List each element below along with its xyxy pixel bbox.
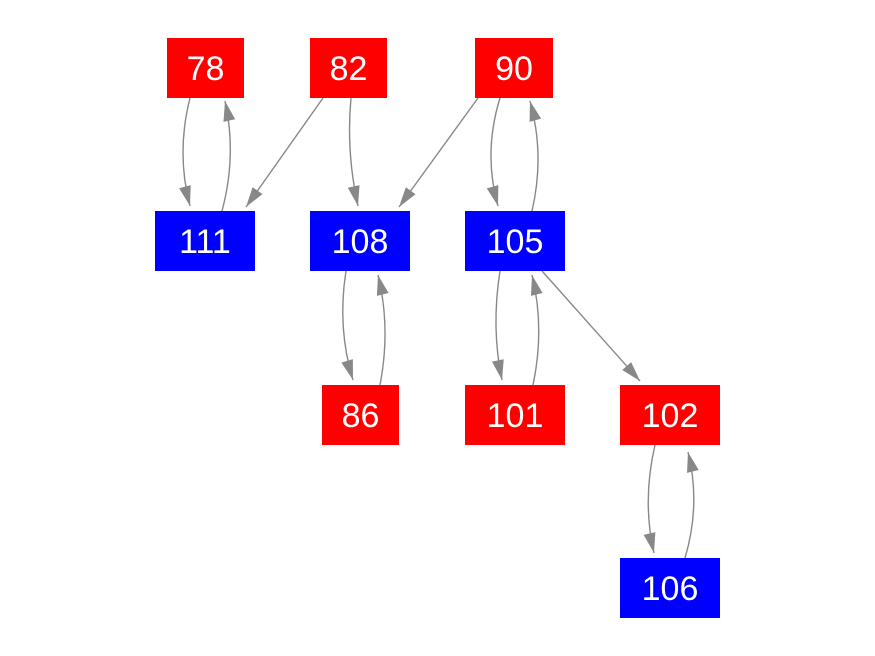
edge-90-105: [486, 97, 501, 207]
node-105-box: [465, 211, 565, 271]
node-102: 102: [620, 385, 720, 445]
node-105: 105: [465, 211, 565, 271]
edge-82-111: [245, 97, 324, 208]
edge-86-108: [376, 274, 389, 386]
node-82-box: [310, 38, 387, 98]
node-label: 105: [487, 223, 544, 261]
node-label: 102: [642, 397, 699, 435]
node-111-box: [155, 211, 255, 271]
node-label: 108: [332, 223, 389, 261]
node-label: 86: [342, 397, 380, 435]
node-86: 86: [322, 385, 399, 445]
edge-108-86: [341, 270, 354, 381]
node-label: 78: [187, 50, 225, 88]
node-101: 101: [465, 385, 565, 445]
edge-105-102: [541, 270, 641, 382]
node-86-box: [322, 385, 399, 445]
node-label: 106: [642, 570, 699, 608]
edge-90-108: [398, 97, 479, 208]
node-82: 82: [310, 38, 387, 98]
edge-101-105: [530, 274, 543, 386]
node-106: 106: [620, 558, 720, 618]
node-label: 90: [495, 50, 533, 88]
edge-102-106: [643, 444, 656, 554]
node-78-box: [167, 38, 244, 98]
node-106-box: [620, 558, 720, 618]
node-label: 82: [330, 50, 368, 88]
node-label: 101: [487, 397, 544, 435]
edge-82-108: [347, 97, 360, 207]
edge-105-101: [491, 270, 504, 381]
node-111: 111: [155, 211, 255, 271]
node-108: 108: [310, 211, 410, 271]
node-label: 111: [179, 223, 231, 261]
node-90: 90: [475, 38, 553, 98]
node-90-box: [475, 38, 553, 98]
node-101-box: [465, 385, 565, 445]
edge-111-78: [221, 100, 236, 212]
edge-78-111: [179, 97, 191, 207]
edge-106-102: [684, 451, 699, 559]
node-108-box: [310, 211, 410, 271]
edge-105-90: [529, 100, 542, 212]
node-102-box: [620, 385, 720, 445]
node-78: 78: [167, 38, 244, 98]
